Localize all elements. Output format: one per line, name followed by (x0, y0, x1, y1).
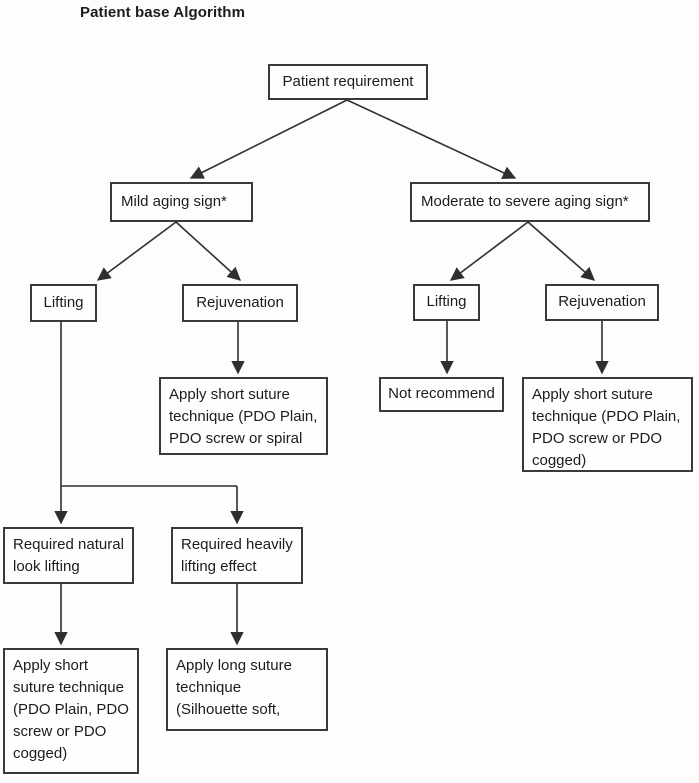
node-lifting-mild: Lifting (30, 284, 97, 322)
node-required-natural-look: Required natural look lifting (3, 527, 134, 584)
arrow-moderate-to-rejuvenation (527, 221, 596, 281)
node-apply-long-suture: Apply long suture technique (Silhouette … (166, 648, 328, 731)
node-required-heavy-lifting: Required heavily lifting effect (171, 527, 303, 584)
arrow-patient-to-mild (189, 99, 348, 179)
node-apply-short-suture-moderate: Apply short suture technique (PDO Plain,… (522, 377, 693, 472)
arrow-patient-to-moderate (346, 99, 517, 180)
node-rejuvenation-mild: Rejuvenation (182, 284, 298, 322)
node-apply-short-suture-natural: Apply short suture technique (PDO Plain,… (3, 648, 139, 774)
node-lifting-moderate: Lifting (413, 284, 480, 321)
node-moderate-severe-aging-sign: Moderate to severe aging sign* (410, 182, 650, 222)
arrow-mild-to-rejuvenation (175, 221, 242, 281)
node-patient-requirement: Patient requirement (268, 64, 428, 100)
node-mild-aging-sign: Mild aging sign* (110, 182, 253, 222)
page-title: Patient base Algorithm (80, 4, 246, 21)
node-apply-short-suture-mild: Apply short suture technique (PDO Plain,… (159, 377, 328, 455)
node-rejuvenation-moderate: Rejuvenation (545, 284, 659, 321)
arrow-mild-to-lifting (96, 221, 177, 281)
arrow-moderate-to-lifting (449, 221, 529, 281)
node-not-recommend: Not recommend (379, 377, 504, 412)
